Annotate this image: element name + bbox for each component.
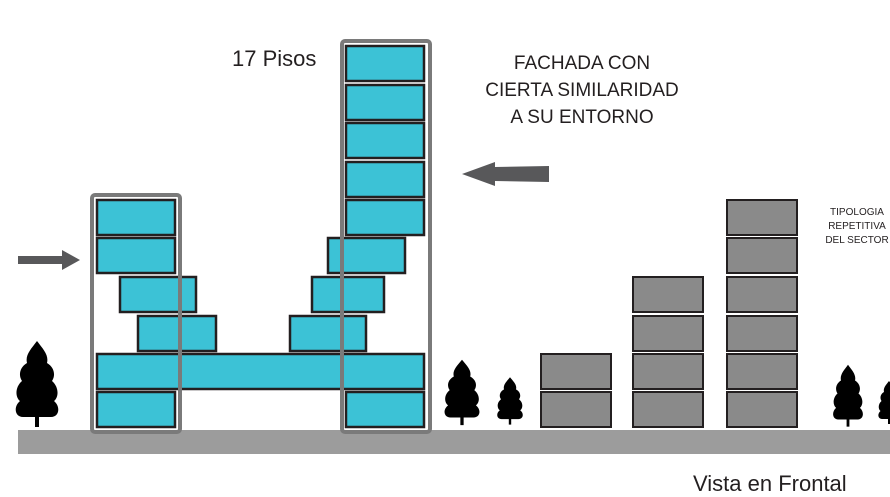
bridge-block (95, 352, 426, 391)
tree-icon (878, 381, 890, 424)
facade-note-line: FACHADA CON (513, 53, 651, 74)
neighbor-floor (726, 199, 798, 236)
neighbor-floor (726, 315, 798, 352)
neighbor-floor (726, 391, 798, 428)
left-tower-floor (136, 314, 218, 353)
neighbor-floor (726, 276, 798, 313)
right-tower-floor (326, 236, 407, 275)
left-arrow-icon (462, 162, 549, 186)
right-tower-frame (340, 39, 432, 434)
right-tower (288, 44, 426, 429)
right-tower-floor (288, 314, 368, 353)
neighbor-floor (632, 315, 704, 352)
tree-icon (833, 364, 863, 427)
neighbor-buildings (540, 199, 798, 428)
right-arrow-icon (18, 250, 80, 270)
right-tower-floor (344, 83, 426, 122)
left-tower (95, 198, 218, 429)
left-tower-floor (95, 236, 177, 275)
facade-note-line: A SU ENTORNO (510, 107, 654, 128)
typology-note-line: TIPOLOGIA (830, 207, 884, 218)
tree-icon (444, 359, 480, 426)
floors-label: 17 Pisos (232, 46, 317, 71)
neighbor-floor (540, 391, 612, 428)
typology-note: TIPOLOGIA REPETITIVA DEL SECTOR (812, 206, 890, 248)
neighbor-floor (540, 353, 612, 390)
left-tower-frame (90, 193, 182, 434)
typology-note-line: DEL SECTOR (825, 235, 889, 246)
right-tower-floor (344, 198, 426, 237)
facade-note-line: CIERTA SIMILARIDAD (485, 80, 679, 101)
left-tower-floor (95, 198, 177, 237)
neighbor-floor (726, 237, 798, 274)
neighbor-floor (632, 391, 704, 428)
left-tower-floor (118, 275, 198, 314)
right-tower-floor (344, 390, 426, 429)
view-caption: Vista en Frontal (693, 471, 847, 496)
tree-icon (15, 341, 59, 427)
right-tower-floor (344, 121, 426, 160)
right-tower-floor (310, 275, 386, 314)
left-tower-floor (95, 390, 177, 429)
facade-note: FACHADA CON CIERTA SIMILARIDAD A SU ENTO… (462, 50, 702, 131)
typology-note-line: REPETITIVA (828, 221, 886, 232)
right-tower-floor (344, 44, 426, 83)
right-tower-floor (344, 160, 426, 199)
tree-icon (497, 377, 523, 425)
neighbor-floor (632, 276, 704, 313)
neighbor-floor (632, 353, 704, 390)
neighbor-floor (726, 353, 798, 390)
